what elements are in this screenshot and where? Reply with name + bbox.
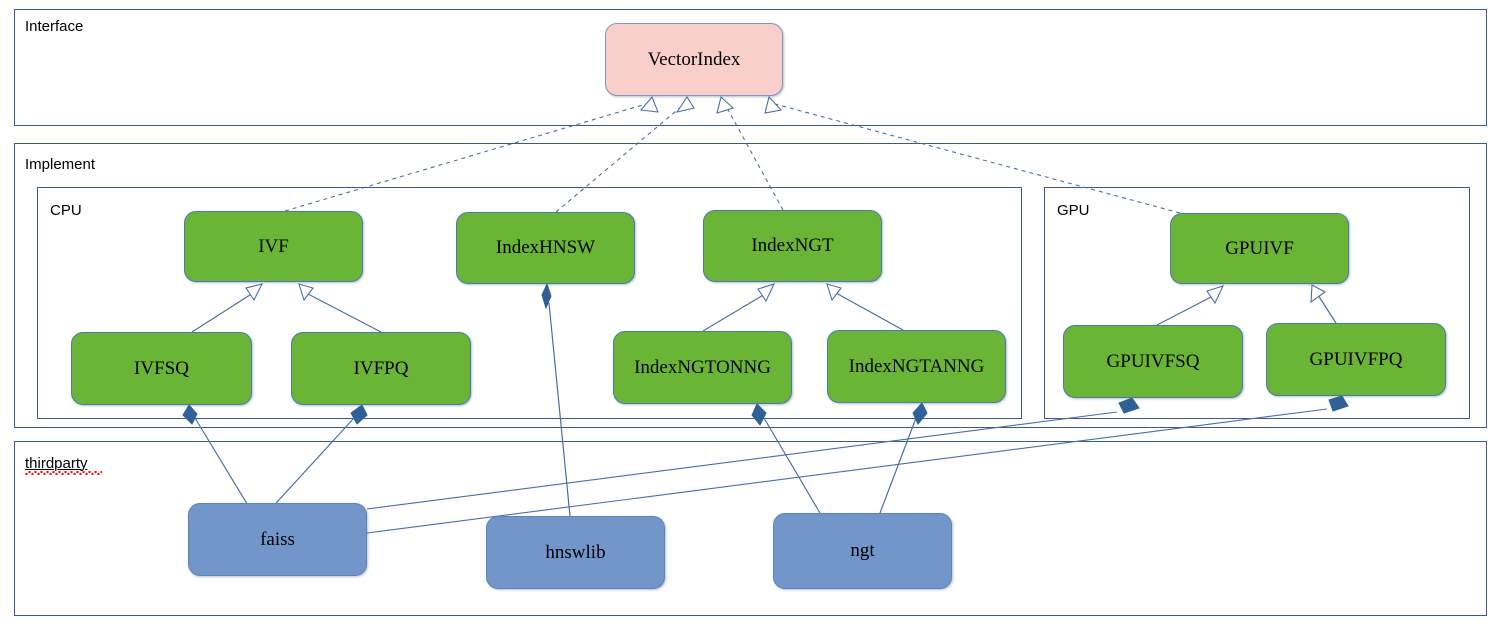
group-label-gpu: GPU — [1057, 202, 1090, 219]
node-label-faiss: faiss — [260, 528, 295, 550]
node-gpuivfsq[interactable]: GPUIVFSQ — [1063, 325, 1243, 398]
node-indexhnsw[interactable]: IndexHNSW — [456, 212, 635, 284]
node-indexngt[interactable]: IndexNGT — [703, 210, 882, 282]
node-label-ngt: ngt — [850, 540, 875, 561]
group-label-cpu: CPU — [50, 202, 82, 219]
node-label-indexngtonng: IndexNGTONNG — [634, 356, 771, 378]
group-label-implement: Implement — [25, 156, 96, 173]
node-label-gpuivf: GPUIVF — [1225, 237, 1294, 259]
node-label-ivfpq: IVFPQ — [353, 357, 409, 379]
node-label-gpuivfsq: GPUIVFSQ — [1106, 350, 1200, 372]
group-label-thirdparty: thirdparty — [25, 455, 88, 472]
group-label-interface: Interface — [25, 18, 84, 35]
node-gpuivfpq[interactable]: GPUIVFPQ — [1266, 323, 1446, 396]
node-ivfpq[interactable]: IVFPQ — [291, 332, 471, 405]
node-hnswlib[interactable]: hnswlib — [486, 516, 665, 589]
node-label-hnswlib: hnswlib — [545, 541, 606, 563]
node-label-vectorindex: VectorIndex — [647, 48, 741, 70]
node-label-ivf: IVF — [258, 235, 289, 257]
node-ngt[interactable]: ngt — [773, 513, 952, 589]
spellcheck-underline — [25, 471, 102, 475]
node-label-indexngt: IndexNGT — [751, 235, 834, 256]
node-label-indexhnsw: IndexHNSW — [495, 237, 596, 258]
node-gpuivf[interactable]: GPUIVF — [1170, 213, 1349, 284]
node-indexngtonng[interactable]: IndexNGTONNG — [613, 331, 792, 404]
node-label-indexngtanng: IndexNGTANNG — [848, 355, 985, 377]
node-label-ivfsq: IVFSQ — [134, 357, 189, 379]
node-faiss[interactable]: faiss — [188, 503, 367, 576]
node-label-gpuivfpq: GPUIVFPQ — [1309, 348, 1403, 370]
node-ivf[interactable]: IVF — [184, 211, 363, 282]
node-ivfsq[interactable]: IVFSQ — [71, 332, 252, 405]
node-indexngtanng[interactable]: IndexNGTANNG — [827, 330, 1006, 403]
node-vectorindex[interactable]: VectorIndex — [605, 23, 783, 96]
